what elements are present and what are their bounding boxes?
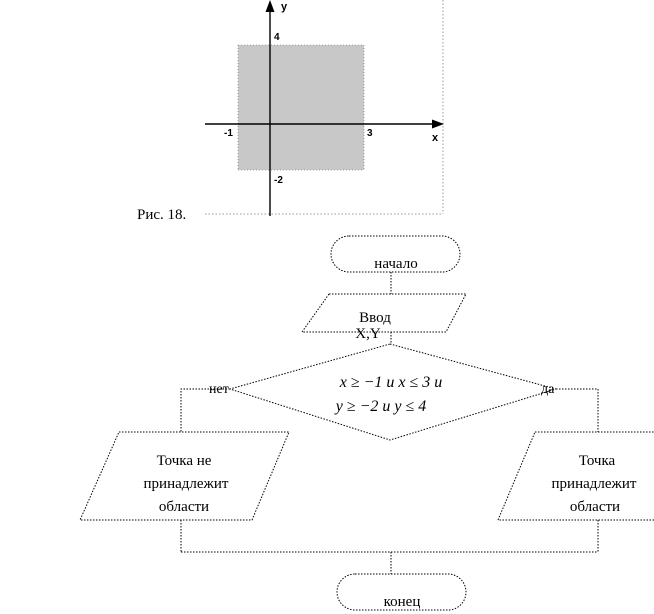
output-yes-line-1: Точка [579, 453, 616, 469]
tick-y-min: -2 [274, 175, 283, 186]
output-no-line-3: области [159, 499, 209, 515]
output-yes-line-3: области [570, 499, 620, 515]
start-label: начало [374, 256, 417, 272]
y-axis-label: y [281, 1, 288, 13]
output-no-parallelogram [79, 431, 290, 521]
condition-line-2: y ≥ −2 и y ≤ 4 [334, 398, 427, 415]
region-grid [237, 44, 365, 171]
tick-x-max: 3 [367, 128, 373, 139]
branch-yes-label: да [541, 382, 555, 397]
output-yes-line-2: принадлежит [552, 476, 637, 492]
flowchart-text: начало Ввод X,Y x ≥ −1 и x ≤ 3 и y ≥ −2 … [144, 256, 637, 610]
branch-no-label: нет [209, 382, 229, 397]
y-axis-arrow-icon [265, 0, 275, 12]
x-axis-label: x [432, 132, 439, 144]
decision-diamond [228, 343, 558, 441]
input-parallelogram [301, 293, 467, 333]
condition-line-1: x ≥ −1 и x ≤ 3 и [339, 374, 443, 391]
output-no-line-1: Точка не [157, 453, 212, 469]
input-vars: X,Y [355, 326, 381, 342]
end-terminator [336, 573, 467, 611]
output-no-line-2: принадлежит [144, 476, 229, 492]
shaded-region [238, 45, 364, 170]
input-label: Ввод [359, 310, 391, 326]
tick-x-min: -1 [224, 128, 233, 139]
end-label: конец [384, 594, 421, 610]
x-axis-arrow-icon [432, 119, 444, 129]
connector-no-branch [180, 388, 230, 432]
start-terminator [330, 235, 461, 273]
coordinate-figure: y x 4 -1 3 -2 Рис. 18. [137, 0, 444, 223]
flowchart [79, 235, 654, 611]
figure-caption: Рис. 18. [137, 207, 186, 223]
connector-yes-branch [556, 388, 599, 432]
tick-y-max: 4 [274, 32, 280, 43]
